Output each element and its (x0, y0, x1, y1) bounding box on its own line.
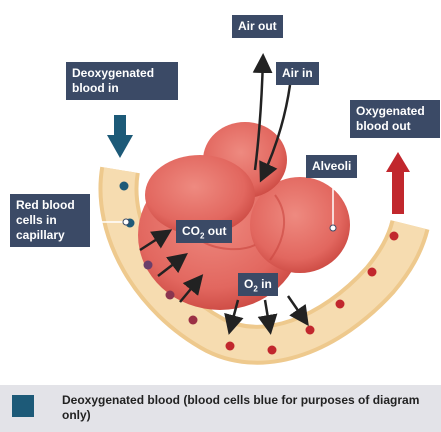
oxygenated-cell (390, 232, 399, 241)
mixed-cell (166, 291, 175, 300)
deoxygenated-swatch (12, 395, 34, 417)
mixed-cell (189, 316, 198, 325)
deoxygenated-in-arrow (107, 115, 133, 158)
pointer-dot (123, 219, 129, 225)
diagram-artwork (0, 0, 441, 380)
alveoli-label: Alveoli (306, 155, 357, 178)
legend: Deoxygenated blood (blood cells blue for… (0, 385, 441, 432)
deoxygenated-in-label: Deoxygenated blood in (66, 62, 178, 100)
oxygenated-cell (336, 300, 345, 309)
legend-text: Deoxygenated blood (blood cells blue for… (62, 393, 437, 423)
red-blood-cells-label: Red blood cells in capillary (10, 194, 90, 247)
gas-exchange-diagram: Air out Air in Deoxygenated blood in Oxy… (0, 0, 441, 380)
oxygenated-out-arrow (386, 152, 410, 214)
deoxygenated-cell (120, 182, 129, 191)
co2-out-label: CO2 out (176, 220, 232, 243)
oxygenated-out-label: Oxygenated blood out (350, 100, 440, 138)
air-out-label: Air out (232, 15, 283, 38)
oxygenated-cell (306, 326, 315, 335)
pointer-dot (330, 225, 336, 231)
mixed-cell (144, 261, 153, 270)
oxygenated-cell (226, 342, 235, 351)
o2-in-label: O2 in (238, 273, 278, 296)
air-in-label: Air in (276, 62, 319, 85)
oxygenated-cell (268, 346, 277, 355)
oxygenated-cell (368, 268, 377, 277)
